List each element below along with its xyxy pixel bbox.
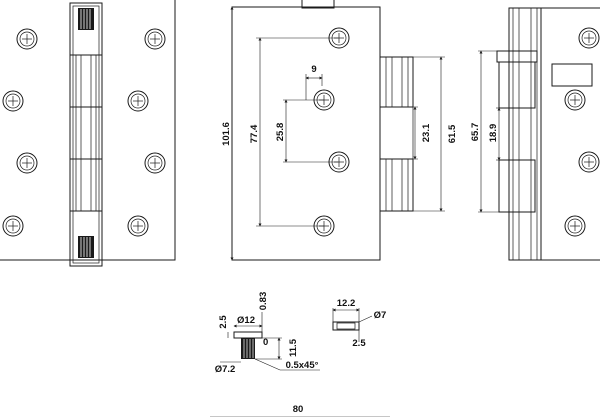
dimension-label: Ø12	[237, 315, 255, 326]
pin-head	[233, 331, 263, 339]
dimension-label: 2.5	[352, 338, 366, 349]
dimension-label: 0.83	[258, 292, 269, 311]
dimension-label: 0	[263, 337, 268, 348]
dimension-label: 77.4	[249, 124, 260, 143]
knuckle-column	[508, 7, 542, 261]
screw-icon	[2, 215, 24, 237]
leaf-outline	[540, 7, 600, 261]
screw-icon	[564, 89, 586, 111]
pin-top	[78, 8, 94, 30]
dimension-label: 18.9	[488, 124, 499, 143]
dimension-label: 61.5	[447, 124, 458, 143]
screw-icon	[16, 152, 38, 174]
washer	[332, 321, 360, 331]
dimension-label: 9	[311, 64, 316, 75]
middle-view: 101.6 77.4 25.8 9 23.1 61.5	[221, 0, 458, 261]
dimension-label: 65.7	[470, 123, 481, 142]
screw-icon	[2, 90, 24, 112]
dimension-label: 23.1	[421, 123, 432, 142]
pin-detail: 0.83 Ø12 2.5 11.5 0 Ø7.2 0.5x45°	[215, 292, 320, 375]
screw-icon	[127, 90, 149, 112]
screw-icon	[144, 152, 166, 174]
knuckle-column	[69, 2, 103, 267]
dimension-label: Ø7.2	[215, 364, 236, 375]
screw-icon	[144, 28, 166, 50]
leaf-outline	[0, 0, 176, 261]
right-view: 65.7 18.9	[470, 7, 600, 261]
washer-detail: 12.2 Ø7 2.5	[332, 298, 387, 349]
dimension-label: 12.2	[337, 298, 356, 309]
screw-icon	[564, 215, 586, 237]
dimension-label: Ø7	[374, 310, 387, 321]
dimension-label: 11.5	[288, 338, 299, 357]
screw-icon	[578, 27, 600, 49]
dimension-label: 80	[293, 404, 304, 415]
pin-body	[241, 338, 255, 359]
pin-bottom	[78, 236, 94, 258]
dimension-label: 0.5x45°	[286, 360, 319, 371]
front-view	[0, 0, 176, 267]
screw-icon	[16, 28, 38, 50]
screw-icon	[578, 151, 600, 173]
screw-icon	[127, 215, 149, 237]
dimension-label: 25.8	[275, 123, 286, 142]
dimension-label: 2.5	[218, 315, 229, 329]
bottom-dimension: 80	[210, 404, 390, 417]
dimension-label: 101.6	[221, 122, 232, 146]
